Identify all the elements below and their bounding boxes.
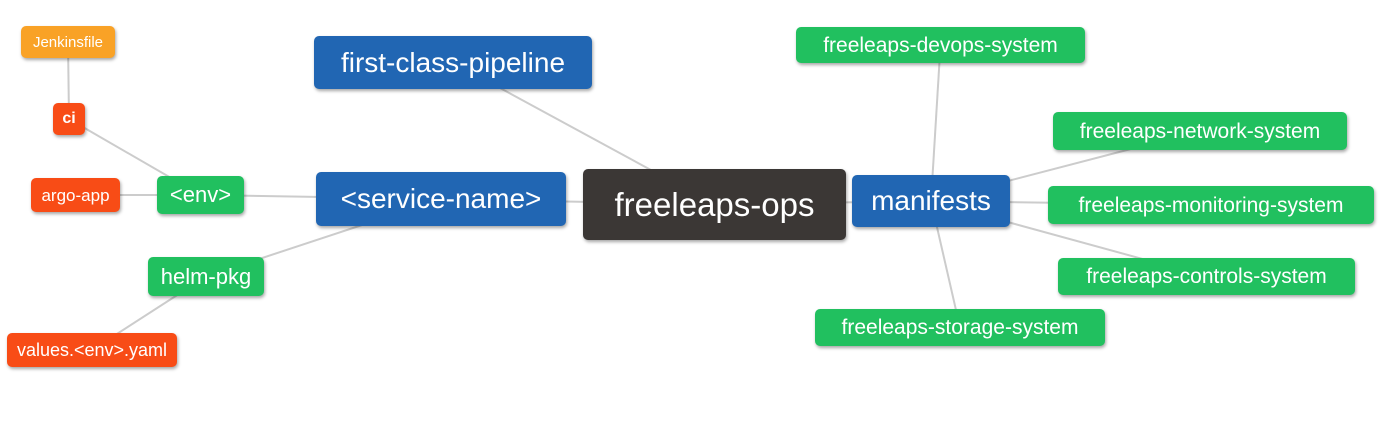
node-argo-app[interactable]: argo-app (31, 178, 120, 212)
node-devops-system[interactable]: freeleaps-devops-system (796, 27, 1085, 63)
node-freeleaps-ops[interactable]: freeleaps-ops (583, 169, 846, 240)
node-service-name[interactable]: <service-name> (316, 172, 566, 226)
node-helm-pkg[interactable]: helm-pkg (148, 257, 264, 296)
node-storage-system[interactable]: freeleaps-storage-system (815, 309, 1105, 346)
node-controls-system[interactable]: freeleaps-controls-system (1058, 258, 1355, 295)
node-monitoring-system[interactable]: freeleaps-monitoring-system (1048, 186, 1374, 224)
node-ci[interactable]: ci (53, 103, 85, 135)
node-first-class-pipeline[interactable]: first-class-pipeline (314, 36, 592, 89)
node-env[interactable]: <env> (157, 176, 244, 214)
node-manifests[interactable]: manifests (852, 175, 1010, 227)
node-jenkinsfile[interactable]: Jenkinsfile (21, 26, 115, 58)
node-values-env-yaml[interactable]: values.<env>.yaml (7, 333, 177, 367)
node-network-system[interactable]: freeleaps-network-system (1053, 112, 1347, 150)
